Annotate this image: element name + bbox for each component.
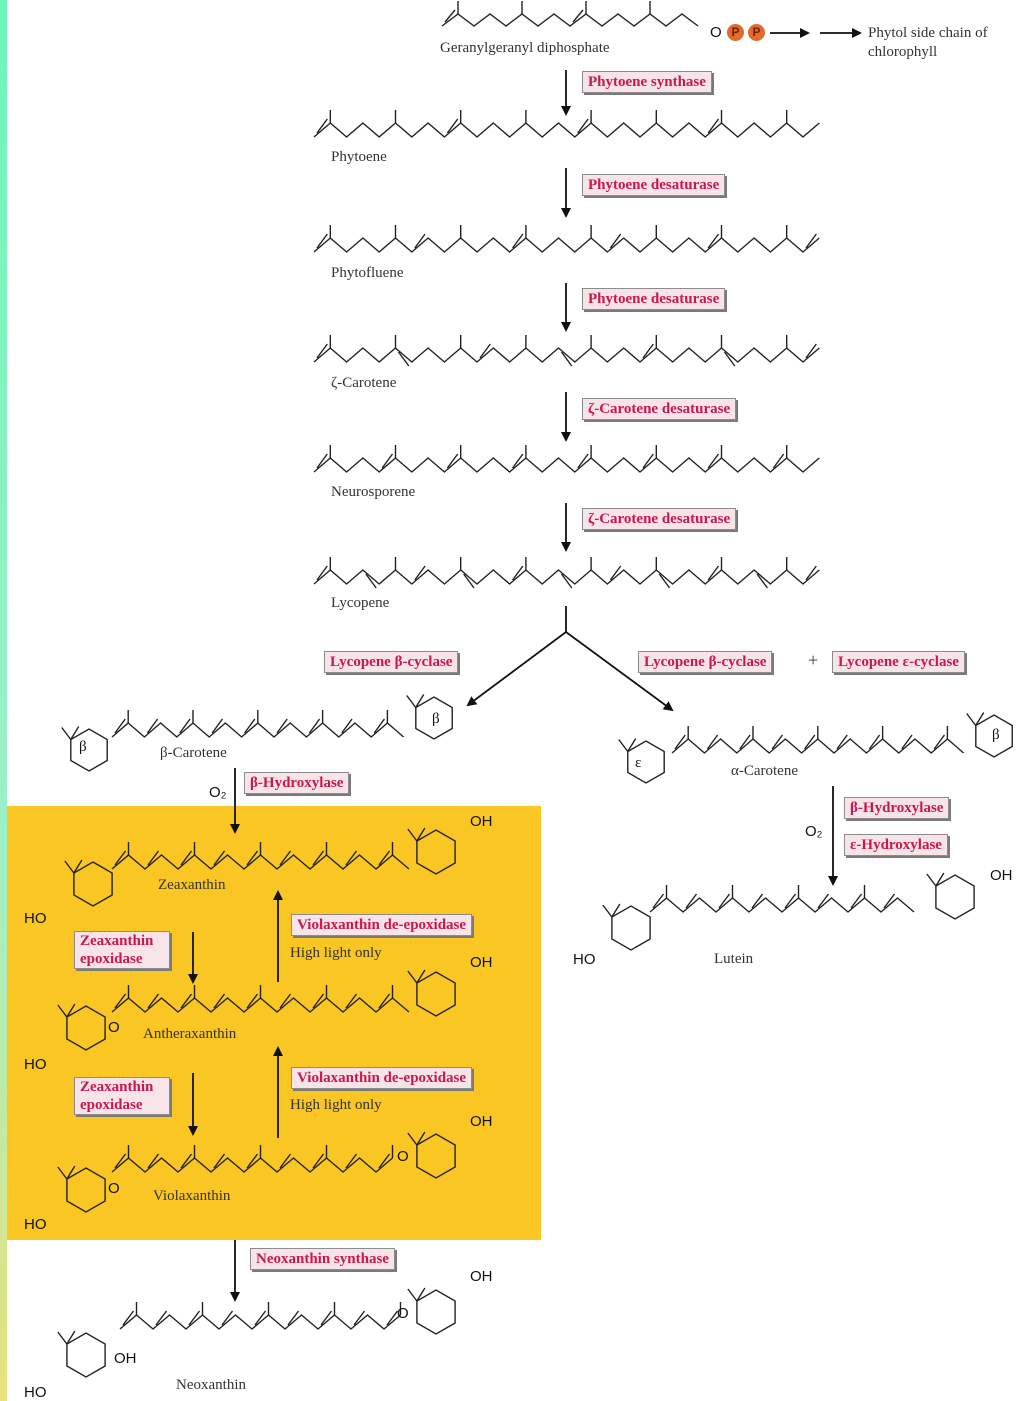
- violaxanthin-epoxide-o-right: O: [397, 1148, 409, 1165]
- zeaxanthin-right-ring: [407, 827, 456, 875]
- arrow-to-beta-carotene: [466, 631, 567, 707]
- antheraxanthin-label: Antheraxanthin: [143, 1026, 237, 1042]
- enzyme-lycopene-beta-cyclase-right: Lycopene β-cyclase: [638, 651, 773, 673]
- enzyme-neoxanthin-synthase: Neoxanthin synthase: [250, 1248, 395, 1270]
- lutein-left-ring: [602, 903, 651, 951]
- zeaxanthin-left-ring: [64, 859, 113, 907]
- beta-carotene-left-ring: [61, 726, 108, 772]
- beta-ring-label-3: β: [992, 727, 1000, 743]
- enzyme-beta-hydroxylase-left: β-Hydroxylase: [244, 772, 350, 794]
- zeaxanthin-label: Zeaxanthin: [158, 877, 226, 893]
- lutein-label: Lutein: [714, 951, 754, 967]
- lutein-chain: [649, 885, 915, 913]
- lutein-right-ring: [926, 872, 975, 920]
- arrow-to-alpha-carotene: [565, 631, 674, 712]
- phytofluene-chain: [313, 225, 820, 253]
- antheraxanthin-epoxide-o: O: [108, 1019, 120, 1036]
- lutein-oh: OH: [990, 867, 1013, 884]
- o2-left: O₂: [209, 784, 227, 801]
- antheraxanthin-right-ring: [407, 969, 456, 1017]
- ggpp-chain: [441, 1, 699, 27]
- alpha-carotene-label: α-Carotene: [731, 763, 798, 779]
- ggpp-oxygen: O: [710, 24, 722, 41]
- enzyme-violaxanthin-de-epoxidase-2: Violaxanthin de-epoxidase: [291, 1067, 473, 1089]
- lycopene-label: Lycopene: [331, 595, 390, 611]
- phosphate-2: P: [748, 24, 765, 41]
- phytoene-label: Phytoene: [331, 149, 387, 165]
- high-light-note-1: High light only: [290, 945, 382, 961]
- enzyme-phytoene-desaturase-2: Phytoene desaturase: [582, 288, 726, 310]
- epsilon-ring-label: ε: [635, 755, 642, 771]
- zeaxanthin-chain: [111, 842, 410, 870]
- violaxanthin-label: Violaxanthin: [153, 1188, 231, 1204]
- neurosporene-label: Neurosporene: [331, 484, 416, 500]
- high-light-note-2: High light only: [290, 1097, 382, 1113]
- enzyme-zeaxanthin-epoxidase-1: Zeaxanthin epoxidase: [74, 931, 170, 969]
- zeta-carotene-chain: [313, 335, 820, 367]
- lycopene-chain: [313, 557, 820, 589]
- enzyme-zeta-carotene-desaturase-2: ζ-Carotene desaturase: [582, 508, 737, 530]
- beta-carotene-chain: [111, 710, 405, 738]
- enzyme-zeaxanthin-epoxidase-2: Zeaxanthin epoxidase: [74, 1077, 170, 1115]
- enzyme-zeta-carotene-desaturase-1: ζ-Carotene desaturase: [582, 398, 737, 420]
- beta-carotene-label: β-Carotene: [160, 745, 227, 761]
- neoxanthin-oh: OH: [470, 1268, 493, 1285]
- violaxanthin-epoxide-o-left: O: [108, 1180, 120, 1197]
- neoxanthin-label: Neoxanthin: [176, 1377, 246, 1393]
- o2-right: O₂: [805, 823, 823, 840]
- alpha-carotene-chain: [671, 726, 965, 754]
- neoxanthin-chain: [119, 1302, 402, 1330]
- violaxanthin-oh: OH: [470, 1113, 493, 1130]
- violaxanthin-ho: HO: [24, 1216, 47, 1233]
- neoxanthin-right-ring: [407, 1287, 456, 1335]
- enzyme-phytoene-desaturase-1: Phytoene desaturase: [582, 174, 726, 196]
- violaxanthin-right-ring: [407, 1131, 456, 1179]
- antheraxanthin-chain: [111, 985, 410, 1013]
- phosphate-1: P: [727, 24, 744, 41]
- phytofluene-label: Phytofluene: [331, 265, 404, 281]
- beta-carotene-right-ring: [406, 694, 453, 740]
- violaxanthin-left-ring: [57, 1165, 106, 1213]
- neoxanthin-ho: HO: [24, 1384, 47, 1401]
- enzyme-beta-hydroxylase-right: β-Hydroxylase: [844, 797, 950, 819]
- neoxanthin-epoxide-o: O: [397, 1305, 409, 1322]
- enzyme-lycopene-beta-cyclase-left: Lycopene β-cyclase: [324, 651, 459, 673]
- enzyme-epsilon-hydroxylase: ε-Hydroxylase: [844, 834, 948, 856]
- neoxanthin-left-ring: [57, 1330, 106, 1378]
- alpha-carotene-left-ring: [618, 738, 665, 784]
- xanthophyll-cycle-box: [7, 806, 541, 1240]
- antheraxanthin-left-ring: [57, 1003, 106, 1051]
- beta-ring-label-2: β: [432, 711, 440, 727]
- zeta-carotene-label: ζ-Carotene: [331, 375, 397, 391]
- antheraxanthin-ho: HO: [24, 1056, 47, 1073]
- left-edge-strip: [0, 0, 7, 1401]
- neurosporene-chain: [313, 445, 820, 473]
- ggpp-label: Geranylgeranyl diphosphate: [440, 40, 610, 56]
- neoxanthin-ring-oh: OH: [114, 1350, 137, 1367]
- enzyme-phytoene-synthase: Phytoene synthase: [582, 71, 712, 93]
- zeaxanthin-ho: HO: [24, 910, 47, 927]
- alpha-carotene-right-ring: [966, 712, 1013, 758]
- plus-sign: +: [808, 650, 819, 670]
- zeaxanthin-oh: OH: [470, 813, 493, 830]
- phytoene-chain: [313, 110, 820, 138]
- enzyme-lycopene-epsilon-cyclase: Lycopene ε-cyclase: [832, 651, 965, 673]
- phytol-note: Phytol side chain of chlorophyll: [868, 25, 988, 60]
- lutein-ho: HO: [573, 951, 596, 968]
- beta-ring-label-1: β: [79, 739, 87, 755]
- enzyme-violaxanthin-de-epoxidase-1: Violaxanthin de-epoxidase: [291, 914, 473, 936]
- antheraxanthin-oh: OH: [470, 954, 493, 971]
- violaxanthin-chain: [111, 1145, 394, 1173]
